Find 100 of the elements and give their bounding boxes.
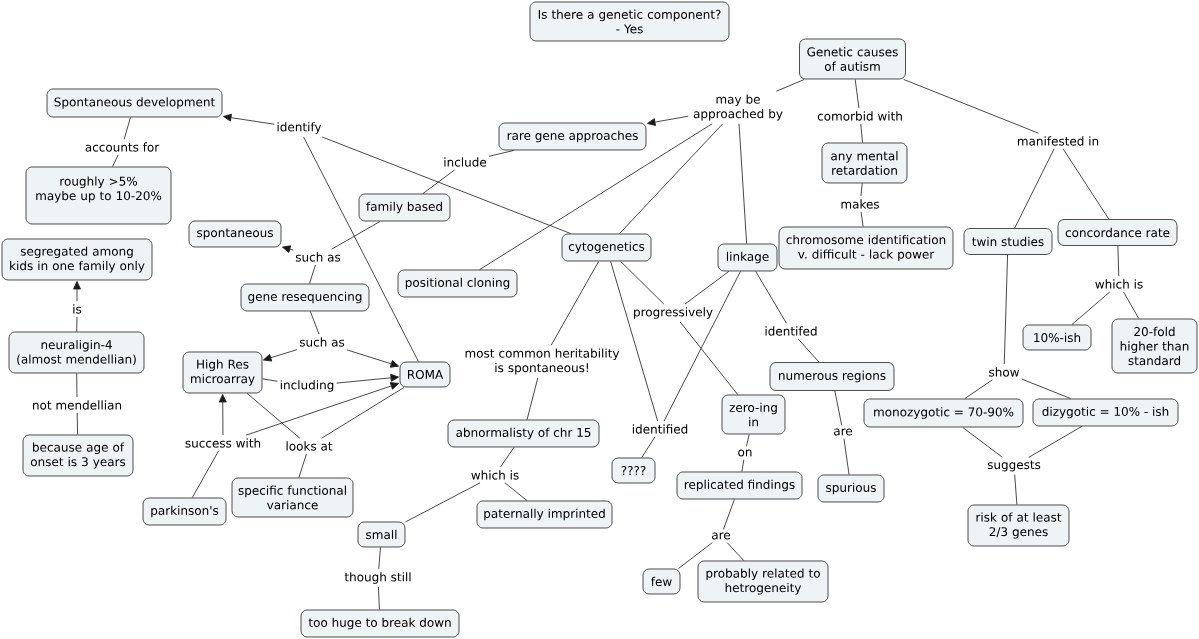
connector-line [1014,148,1055,229]
concept-box: Is there a genetic component? - Yes [529,1,730,42]
connector-line [679,321,739,395]
concept-box: probably related to hetrogeneity [697,560,829,603]
arrow [647,115,689,126]
concept-box: few [642,568,681,595]
connector-line [309,264,316,284]
concept-box: 20-fold higher than standard [1111,318,1198,374]
concept-box: zero-ing in [721,394,786,435]
concept-box: small [357,521,406,548]
concept-box: abnormalisty of chr 15 [447,419,600,448]
connector-line [321,136,571,234]
arrow [218,394,227,436]
connector-line [1062,148,1110,220]
connector-line [526,377,539,420]
concept-box: ???? [611,457,656,484]
linking-phrase: though still [342,569,414,587]
arrow [336,373,399,384]
concept-box: risk of at least 2/3 genes [967,504,1070,547]
connector-line [405,482,481,523]
connector-line [834,390,843,426]
connector-line [1021,378,1071,399]
connector-line [1071,291,1111,325]
connector-line [962,427,1003,458]
concept-box: High Res microarray [182,351,263,394]
concept-box: any mental retardation [821,142,908,184]
connector-line [298,453,307,478]
connector-line [479,123,713,270]
arrow [245,382,400,436]
linking-phrase: which is [468,467,522,483]
connector-line [321,387,405,439]
linking-phrase: makes [838,196,882,212]
concept-box: cytogenetics [561,233,652,262]
connector-line [964,379,993,399]
linking-phrase: include [441,154,489,170]
linking-phrase: on [735,446,755,460]
concept-box: roughly >5% maybe up to 10-20% [25,166,172,225]
connector-line [331,221,381,250]
connector-line [76,412,78,435]
connector-line [76,316,78,332]
concept-box: rare gene approaches [498,122,647,151]
connector-line [488,150,515,157]
concept-box: replicated findings [676,471,803,500]
linking-phrase: success with [182,435,264,451]
connector-line [854,79,860,109]
concept-box: monozygotic = 70-90% [863,398,1024,428]
concept-box: gene resequencing [240,283,370,312]
linking-phrase: manifested in [1014,133,1102,149]
concept-box: chromosome identification v. difficult - lack power [778,226,954,270]
linking-phrase: most common heritability is spontaneous! [460,345,624,378]
connector-line [619,123,724,234]
arrow [223,113,275,125]
concept-box: spurious [817,474,885,503]
arrow [73,281,81,302]
connector-line [262,378,278,382]
connector-line [797,338,820,363]
connector-line [303,136,419,362]
linking-phrase: which is [1092,276,1146,292]
concept-box: too huge to break down [300,609,460,638]
connector-line [684,271,730,305]
connector-line [746,434,750,447]
linking-phrase: looks at [283,438,335,454]
linking-phrase: including [277,377,337,395]
connector-line [422,169,455,194]
connector-line [378,586,380,610]
concept-box: paternally imprinted [476,500,613,529]
connector-line [378,547,381,570]
connector-line [1003,254,1008,365]
connector-line [1117,245,1120,277]
concept-box: Genetic causes of autism [799,38,906,80]
connector-line [723,499,735,530]
concept-box: numerous regions [769,362,895,391]
concept-box: spontaneous [188,220,282,248]
connector-line [860,123,863,143]
linking-phrase: show [986,364,1022,380]
arrow [263,349,298,362]
connector-line [1028,426,1083,458]
linking-phrase: identify [274,119,324,137]
concept-box: twin studies [963,228,1053,255]
linking-phrase: suggests [985,457,1043,475]
linking-phrase: is [70,301,84,317]
connector-line [663,271,741,422]
connector-line [309,311,320,335]
connector-line [741,459,745,472]
connector-line [843,438,850,475]
concept-box: concordance rate [1057,219,1178,246]
connector-line [610,261,659,422]
concept-box: family based [358,193,451,222]
concept-box: neuraligin-4 (almost mendellian) [8,331,145,374]
connector-line [1014,474,1018,505]
connector-line [755,271,787,324]
concept-box: ROMA [399,361,451,388]
connector-line [246,393,301,439]
arrow [282,245,294,253]
linking-phrase: are [709,529,733,543]
connector-line [191,450,219,498]
concept-box: linkage [717,243,778,272]
connector-line [504,482,528,501]
linking-phrase: are [831,425,855,439]
linking-phrase: progressively [631,304,716,322]
